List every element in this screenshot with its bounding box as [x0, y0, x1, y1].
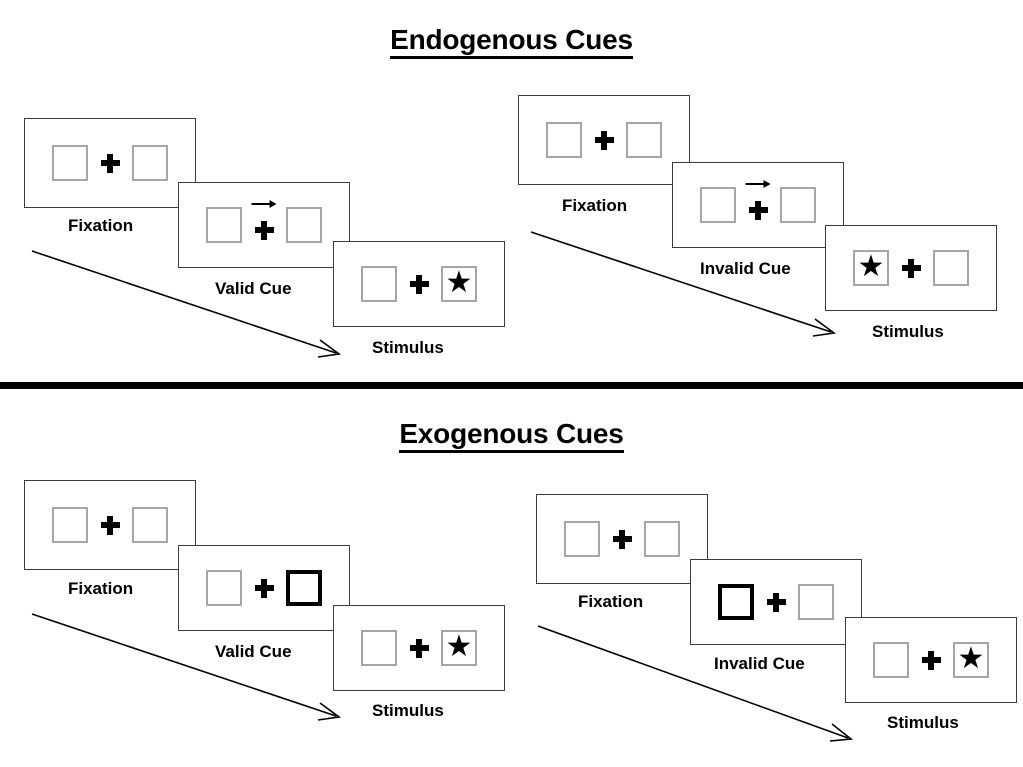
box-left	[564, 521, 600, 557]
box-left	[700, 187, 736, 223]
section-title-endogenous: Endogenous Cues	[0, 24, 1023, 59]
box-right: ★	[441, 266, 477, 302]
panel-content	[519, 96, 689, 184]
box-right	[644, 521, 680, 557]
box-left	[546, 122, 582, 158]
box-right: ★	[441, 630, 477, 666]
section-title-endogenous-text: Endogenous Cues	[390, 24, 633, 59]
box-right	[933, 250, 969, 286]
label-endogenous-invalid-fixation: Fixation	[562, 196, 628, 215]
panel-exogenous-valid-cue	[178, 545, 350, 631]
plus-icon	[409, 638, 429, 658]
plus-icon	[100, 153, 120, 173]
plus-icon	[254, 578, 274, 598]
label-exogenous-invalid-stimulus: Stimulus	[887, 713, 959, 732]
label-endogenous-valid-cue: Valid Cue	[215, 279, 292, 298]
panel-content: ★	[846, 618, 1016, 702]
panel-endogenous-invalid-stimulus: ★	[825, 225, 997, 311]
box-right-cued	[286, 570, 322, 606]
fixation-center	[397, 626, 441, 670]
panel-content: ★	[334, 242, 504, 326]
panel-content	[673, 163, 843, 247]
box-left	[361, 266, 397, 302]
label-endogenous-valid-fixation: Fixation	[68, 216, 134, 235]
arrow-shaft	[251, 203, 272, 205]
box-left	[361, 630, 397, 666]
fixation-center	[88, 503, 132, 547]
box-right	[798, 584, 834, 620]
plus-icon	[612, 529, 632, 549]
section-title-exogenous: Exogenous Cues	[0, 418, 1023, 453]
label-exogenous-valid-stimulus: Stimulus	[372, 701, 444, 720]
panel-exogenous-invalid-cue	[690, 559, 862, 645]
fixation-center	[242, 199, 286, 247]
panel-endogenous-valid-stimulus: ★	[333, 241, 505, 327]
panel-endogenous-valid-fixation	[24, 118, 196, 208]
fixation-center	[600, 517, 644, 561]
label-exogenous-invalid-cue: Invalid Cue	[714, 654, 805, 673]
panel-content	[25, 481, 195, 569]
fixation-center	[909, 638, 953, 682]
plus-icon	[748, 200, 768, 220]
box-left-cued	[718, 584, 754, 620]
fixation-center	[242, 566, 286, 610]
panel-content	[537, 495, 707, 583]
plus-icon	[409, 274, 429, 294]
plus-icon	[100, 515, 120, 535]
label-endogenous-invalid-stimulus: Stimulus	[872, 322, 944, 341]
box-left: ★	[853, 250, 889, 286]
arrow-head	[269, 199, 277, 208]
arrow-shaft	[745, 183, 766, 185]
box-left	[873, 642, 909, 678]
star-icon: ★	[445, 630, 473, 663]
box-right	[132, 145, 168, 181]
box-left	[52, 145, 88, 181]
panel-endogenous-invalid-fixation	[518, 95, 690, 185]
panel-content: ★	[826, 226, 996, 310]
label-exogenous-valid-fixation: Fixation	[68, 579, 134, 598]
panel-exogenous-invalid-stimulus: ★	[845, 617, 1017, 703]
box-right	[626, 122, 662, 158]
box-right	[132, 507, 168, 543]
panel-content	[25, 119, 195, 207]
arrow-right-icon	[745, 179, 772, 189]
panel-endogenous-invalid-cue	[672, 162, 844, 248]
box-right: ★	[953, 642, 989, 678]
star-icon: ★	[957, 642, 985, 675]
plus-icon	[921, 650, 941, 670]
plus-icon	[901, 258, 921, 278]
section-title-exogenous-text: Exogenous Cues	[399, 418, 624, 453]
fixation-center	[736, 179, 780, 227]
panel-exogenous-valid-stimulus: ★	[333, 605, 505, 691]
panel-exogenous-valid-fixation	[24, 480, 196, 570]
fixation-center	[754, 580, 798, 624]
fixation-center	[582, 118, 626, 162]
box-left	[206, 570, 242, 606]
label-endogenous-valid-stimulus: Stimulus	[372, 338, 444, 357]
panel-content	[691, 560, 861, 644]
fixation-center	[397, 262, 441, 306]
panel-exogenous-invalid-fixation	[536, 494, 708, 584]
fixation-center	[889, 246, 933, 290]
box-left	[206, 207, 242, 243]
box-right	[286, 207, 322, 243]
plus-icon	[766, 592, 786, 612]
box-right	[780, 187, 816, 223]
arrow-right-icon	[251, 199, 278, 209]
label-endogenous-invalid-cue: Invalid Cue	[700, 259, 791, 278]
panel-content	[179, 183, 349, 267]
section-divider	[0, 382, 1023, 389]
panel-content	[179, 546, 349, 630]
box-left	[52, 507, 88, 543]
star-icon: ★	[857, 250, 885, 283]
plus-icon	[594, 130, 614, 150]
arrow-head	[763, 179, 771, 188]
panel-endogenous-valid-cue	[178, 182, 350, 268]
star-icon: ★	[445, 266, 473, 299]
label-exogenous-valid-cue: Valid Cue	[215, 642, 292, 661]
label-exogenous-invalid-fixation: Fixation	[578, 592, 644, 611]
fixation-center	[88, 141, 132, 185]
panel-content: ★	[334, 606, 504, 690]
plus-icon	[254, 220, 274, 240]
